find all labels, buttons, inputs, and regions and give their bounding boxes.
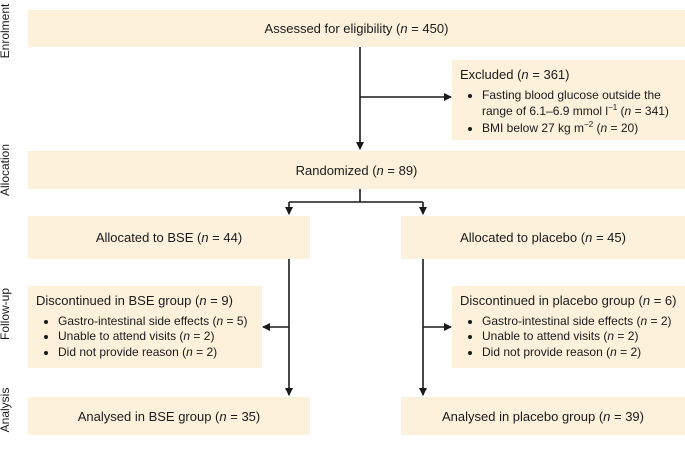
allocated-bse-text: Allocated to BSE (n = 44)	[95, 230, 243, 245]
discontinued-placebo-box: Discontinued in placebo group (n = 6) Ga…	[452, 286, 685, 368]
excluded-box: Excluded (n = 361) Fasting blood glucose…	[452, 60, 685, 140]
randomized-box: Randomized (n = 89)	[28, 151, 685, 189]
randomized-text: Randomized (n = 89)	[295, 162, 418, 178]
list-item: Did not provide reason (n = 2)	[482, 345, 677, 361]
analysed-bse-box: Analysed in BSE group (n = 35)	[28, 397, 310, 435]
allocated-bse-box: Allocated to BSE (n = 44)	[28, 216, 310, 259]
analysed-bse-text: Analysed in BSE group (n = 35)	[77, 408, 261, 424]
excluded-reasons: Fasting blood glucose outside the range …	[460, 88, 677, 137]
list-item: Gastro-intestinal side effects (n = 2)	[482, 314, 677, 330]
discontinued-bse-title: Discontinued in BSE group (n = 9)	[36, 293, 233, 308]
assessed-text: Assessed for eligibility (n = 450)	[264, 21, 449, 36]
list-item: Unable to attend visits (n = 2)	[482, 329, 677, 345]
discontinued-placebo-reasons: Gastro-intestinal side effects (n = 2) U…	[460, 314, 677, 361]
list-item: BMI below 27 kg m−2 (n = 20)	[482, 120, 677, 137]
discontinued-bse-box: Discontinued in BSE group (n = 9) Gastro…	[28, 286, 262, 368]
flow-connectors	[262, 47, 452, 396]
list-item: Did not provide reason (n = 2)	[58, 345, 254, 361]
analysed-placebo-text: Analysed in placebo group (n = 39)	[441, 408, 644, 424]
discontinued-placebo-title: Discontinued in placebo group (n = 6)	[460, 293, 677, 308]
analysed-placebo-box: Analysed in placebo group (n = 39)	[401, 397, 685, 435]
list-item: Unable to attend visits (n = 2)	[58, 329, 254, 345]
list-item: Fasting blood glucose outside the range …	[482, 88, 677, 120]
discontinued-bse-reasons: Gastro-intestinal side effects (n = 5) U…	[36, 314, 254, 361]
allocated-placebo-box: Allocated to placebo (n = 45)	[401, 216, 685, 259]
excluded-title: Excluded (n = 361)	[460, 67, 570, 82]
allocated-placebo-text: Allocated to placebo (n = 45)	[460, 230, 626, 245]
list-item: Gastro-intestinal side effects (n = 5)	[58, 314, 254, 330]
assessed-box: Assessed for eligibility (n = 450)	[28, 10, 685, 47]
